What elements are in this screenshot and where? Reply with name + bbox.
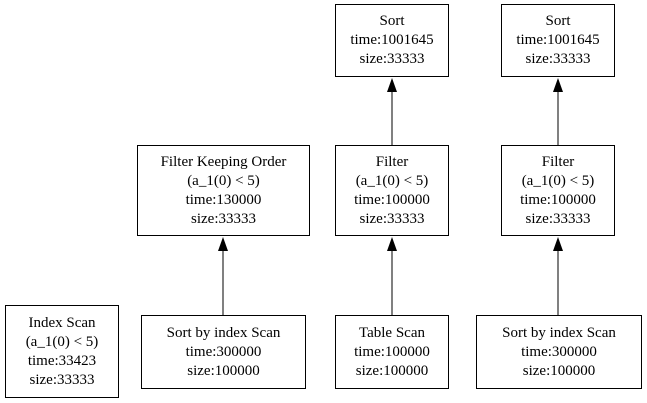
node-condition: (a_1(0) < 5): [187, 172, 260, 189]
node-condition: (a_1(0) < 5): [25, 333, 99, 350]
node-sort-by-index-scan-2: Sort by index Scan time:300000 size:1000…: [476, 315, 642, 389]
node-size: size:100000: [522, 362, 596, 379]
node-time: time:100000: [520, 191, 596, 208]
node-sort-1: Sort time:1001645 size:33333: [335, 4, 449, 77]
node-time: time:33423: [27, 352, 97, 369]
node-size: size:33333: [191, 210, 256, 227]
edge-filter-2-to-sort-2: [553, 78, 563, 145]
node-label: Sort: [379, 13, 405, 29]
node-size: size:100000: [355, 362, 429, 379]
node-time: time:1001645: [350, 32, 434, 48]
node-condition: (a_1(0) < 5): [521, 172, 595, 189]
node-size: size:33333: [359, 210, 425, 227]
node-filter-2: Filter (a_1(0) < 5) time:100000 size:333…: [501, 145, 615, 236]
node-label: Sort: [545, 13, 571, 29]
node-label: Filter: [375, 153, 409, 170]
edge-sort-index-scan-2-to-filter-2: [553, 237, 563, 315]
node-time: time:100000: [354, 343, 430, 360]
node-table-scan: Table Scan time:100000 size:100000: [335, 315, 449, 389]
arrowhead-icon: [387, 237, 397, 251]
node-label: Index Scan: [28, 314, 96, 331]
edge-sort-index-scan-1-to-filter-keeping-order: [218, 237, 228, 315]
node-filter-keeping-order: Filter Keeping Order (a_1(0) < 5) time:1…: [137, 145, 310, 236]
node-time: time:300000: [185, 343, 262, 360]
node-size: size:100000: [187, 362, 260, 379]
node-condition: (a_1(0) < 5): [355, 172, 429, 189]
node-time: time:1001645: [516, 32, 600, 48]
node-time: time:300000: [521, 343, 597, 360]
node-label: Filter: [541, 153, 575, 170]
node-size: size:33333: [525, 210, 591, 227]
edge-filter-1-to-sort-1: [387, 78, 397, 145]
edge-table-scan-to-filter-1: [387, 237, 397, 315]
arrowhead-icon: [553, 237, 563, 251]
node-sort-by-index-scan-1: Sort by index Scan time:300000 size:1000…: [141, 315, 306, 389]
arrowhead-icon: [387, 78, 397, 92]
node-label: Table Scan: [358, 324, 425, 341]
node-size: size:33333: [525, 51, 591, 67]
node-label: Sort by index Scan: [166, 324, 281, 341]
node-size: size:33333: [359, 51, 425, 67]
node-label: Filter Keeping Order: [160, 153, 287, 170]
node-index-scan: Index Scan (a_1(0) < 5) time:33423 size:…: [5, 305, 119, 398]
node-label: Sort by index Scan: [502, 324, 616, 341]
node-time: time:130000: [185, 191, 262, 208]
node-size: size:33333: [29, 371, 95, 388]
arrowhead-icon: [218, 237, 228, 251]
node-sort-2: Sort time:1001645 size:33333: [501, 4, 615, 77]
arrowhead-icon: [553, 78, 563, 92]
node-filter-1: Filter (a_1(0) < 5) time:100000 size:333…: [335, 145, 449, 236]
node-time: time:100000: [354, 191, 430, 208]
